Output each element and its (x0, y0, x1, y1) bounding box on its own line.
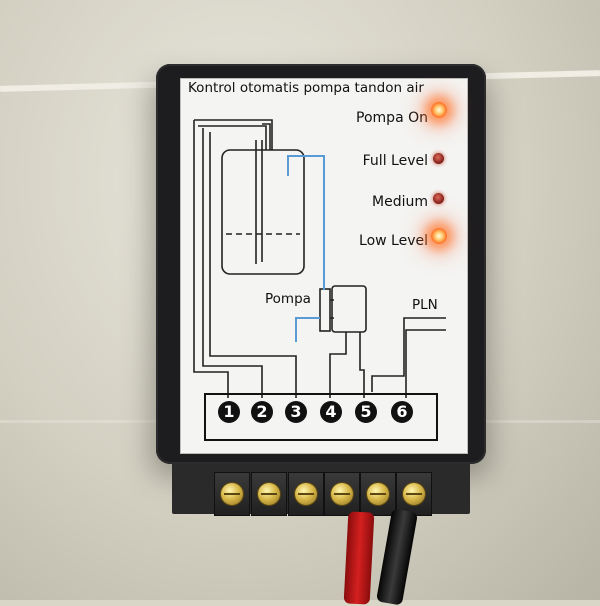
led-pompa-on (431, 102, 447, 118)
probe-pipe (287, 155, 325, 290)
wire-pln-2 (405, 329, 446, 398)
indicator-label-medium: Medium (372, 194, 428, 210)
terminal-number-2: 2 (251, 401, 273, 423)
screw-icon (221, 483, 243, 505)
screw-icon (403, 483, 425, 505)
indicator-label-pompa-on: Pompa On (356, 110, 428, 126)
pump-pipe (295, 317, 320, 342)
led-low-level (431, 228, 447, 244)
indicator-label-low-level: Low Level (359, 233, 428, 249)
wire-terminal-4 (329, 332, 347, 398)
screw-terminal-5[interactable] (360, 472, 396, 516)
pump-coupling (319, 288, 331, 332)
probe-lead (262, 123, 271, 150)
wire-terminal-3 (209, 132, 297, 398)
terminal-number-4: 4 (320, 401, 342, 423)
screw-terminal-2[interactable] (251, 472, 287, 516)
tank-outline (221, 149, 305, 275)
wire-terminal-2 (202, 128, 263, 398)
wire-terminal-1 (193, 120, 229, 398)
terminal-number-box (204, 393, 438, 441)
probe-rods (255, 140, 263, 264)
screw-icon (331, 483, 353, 505)
pump-motor (331, 285, 367, 333)
indicator-label-full-level: Full Level (362, 153, 428, 169)
led-full-level (433, 153, 444, 164)
screw-terminal-3[interactable] (288, 472, 324, 516)
screw-icon (258, 483, 280, 505)
terminal-number-6: 6 (391, 401, 413, 423)
screw-terminal-1[interactable] (214, 472, 250, 516)
screw-icon (295, 483, 317, 505)
terminal-number-5: 5 (355, 401, 377, 423)
device-title: Kontrol otomatis pompa tandon air (188, 80, 424, 96)
screw-icon (367, 483, 389, 505)
led-medium (433, 193, 444, 204)
mains-label: PLN (412, 297, 438, 313)
terminal-number-1: 1 (218, 401, 240, 423)
screw-terminal-4[interactable] (324, 472, 360, 516)
terminal-number-3: 3 (285, 401, 307, 423)
wire-pln-1 (371, 317, 446, 392)
pump-label: Pompa (265, 291, 311, 307)
wire-terminal-5 (359, 332, 365, 398)
